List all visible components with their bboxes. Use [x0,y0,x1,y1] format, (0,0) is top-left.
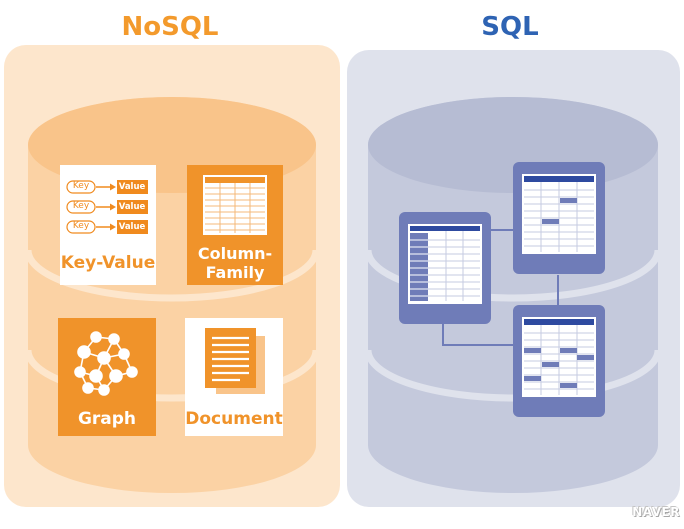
graph-label: Graph [77,409,137,429]
document-icon [205,328,265,394]
key-value-label: Key-Value [60,253,156,273]
kv-value-text-3: Value [118,222,146,232]
kv-key-text-1: Key [72,181,90,191]
naver-watermark: NAVER [632,505,680,519]
key-value-icon [66,180,148,234]
column-family-label: Column- Family [187,244,283,282]
document-label: Document [185,409,283,429]
graph-card [58,318,156,436]
column-family-label-line1: Column- [197,244,273,263]
sql-title: SQL [481,12,539,42]
sql-table-left [399,212,491,324]
kv-key-text-3: Key [72,221,90,231]
document-card [185,318,283,436]
nosql-title: NoSQL [121,12,219,42]
column-family-card [187,165,283,285]
kv-key-text-2: Key [72,201,90,211]
sql-table-top-right [513,162,605,274]
kv-value-text-1: Value [118,182,146,192]
graph-network-icon [74,331,138,396]
kv-value-text-2: Value [118,202,146,212]
sql-relation-lines [442,229,559,346]
key-value-card [60,165,156,285]
column-family-table-icon [203,175,267,235]
sql-table-bottom-right [513,305,605,417]
column-family-label-line2: Family [205,263,265,282]
